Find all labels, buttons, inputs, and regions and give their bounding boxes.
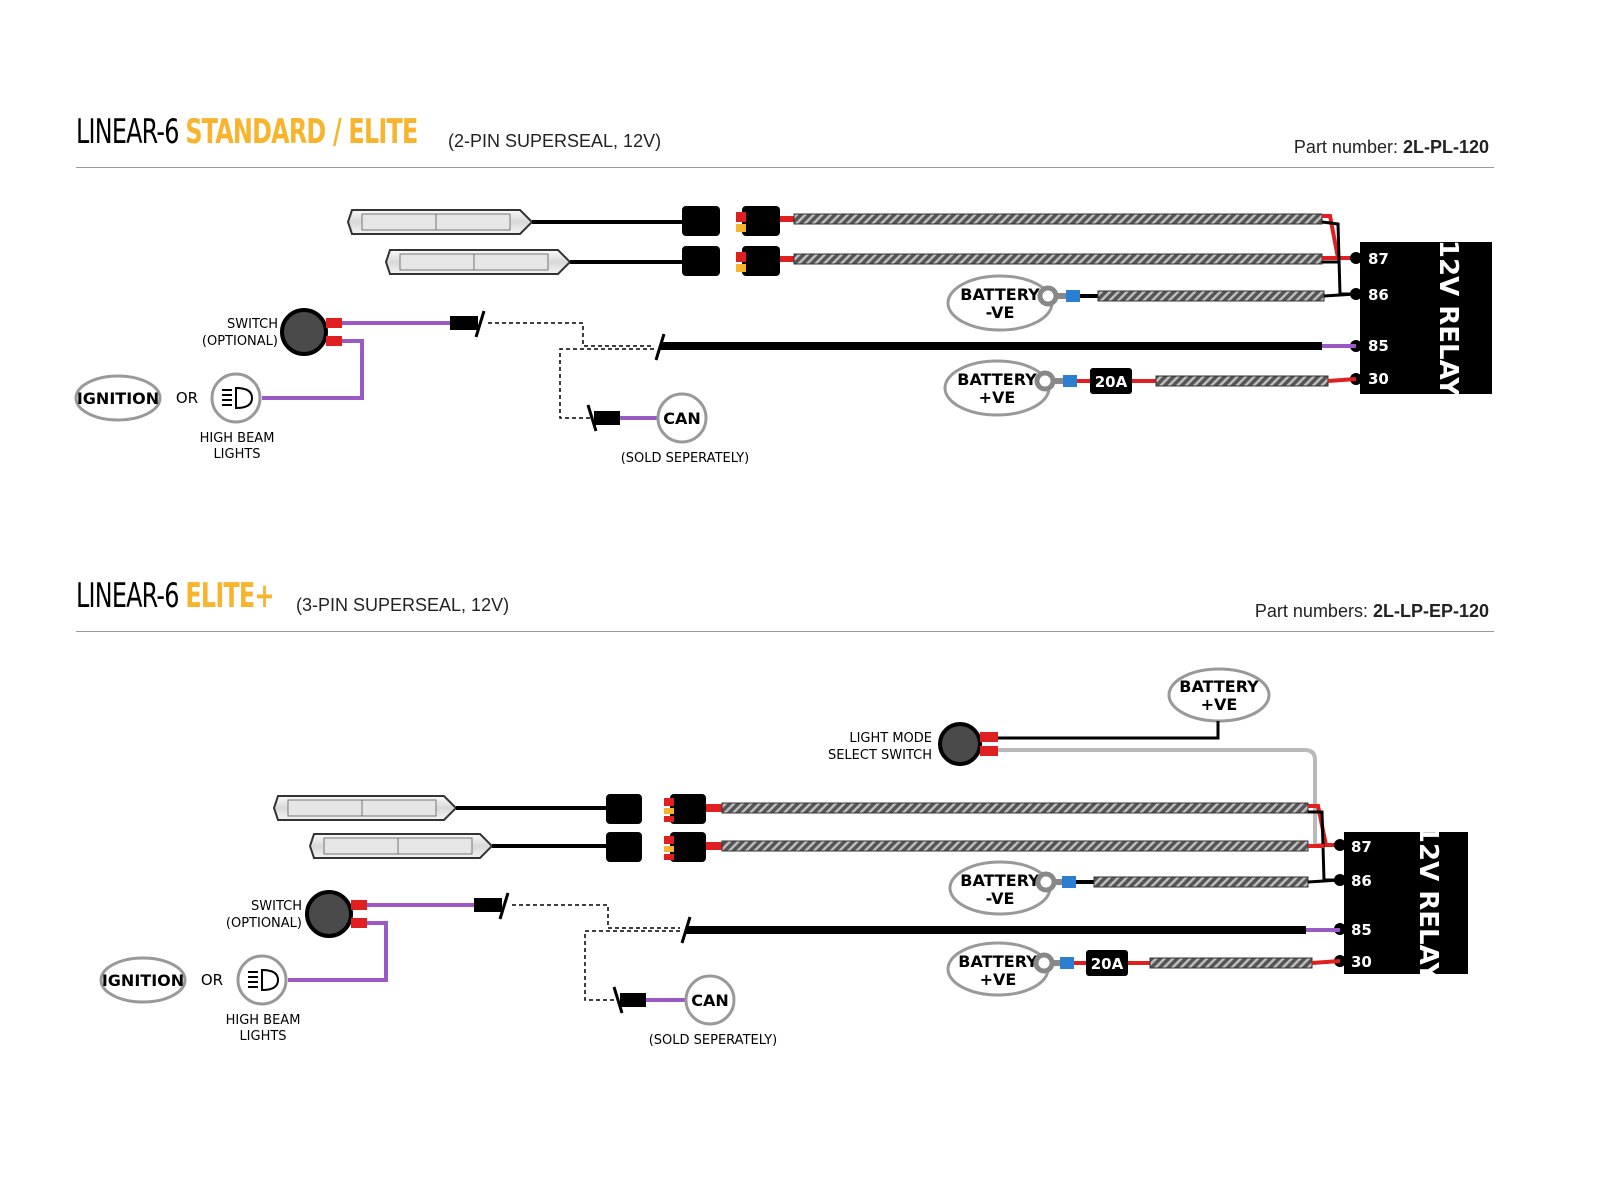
connector-pair-bottom [682, 246, 780, 276]
relay-pin-86: 86 [1351, 872, 1372, 890]
connector-pair-top [606, 794, 706, 824]
connector-pair-top [682, 206, 780, 236]
relay-1: 12V RELAY 87 86 85 30 [1350, 240, 1492, 397]
battery-polarity: -VE [986, 889, 1015, 908]
part-value: 2L-PL-120 [1402, 137, 1489, 157]
battery-label: BATTERY [1179, 677, 1259, 696]
battery-label: BATTERY [957, 370, 1037, 389]
header-divider-1 [76, 167, 1494, 168]
title-highlight: STANDARD / ELITE [185, 112, 418, 152]
light-bar-top [346, 209, 534, 235]
battery-label: BATTERY [958, 952, 1038, 971]
battery-polarity: -VE [986, 303, 1015, 322]
connector-pair-bottom [606, 832, 706, 862]
part-value: 2L-LP-EP-120 [1372, 601, 1489, 621]
switch-optional-1: SWITCH (OPTIONAL) [202, 308, 486, 400]
or-label: OR [201, 971, 223, 989]
fuse-20a [1086, 950, 1128, 976]
fuse-label: 20A [1091, 955, 1124, 973]
high-beam-label: HIGH BEAM [226, 1013, 301, 1028]
high-beam-lights-2: HIGH BEAM LIGHTS [226, 954, 301, 1044]
can-module-2: CAN (SOLD SEPERATELY) [612, 974, 778, 1048]
ignition-2: IGNITION OR [99, 956, 223, 1004]
fuse-label: 20A [1095, 373, 1128, 391]
relay-pin-87: 87 [1351, 838, 1372, 856]
relay-label: 12V RELAY [1413, 825, 1443, 982]
title-subtitle: (3-PIN SUPERSEAL, 12V) [296, 595, 510, 615]
light-bar-top [272, 795, 458, 821]
title-main: LINEAR-6 [76, 112, 186, 152]
high-beam-label: HIGH BEAM [200, 431, 275, 446]
switch-label-sub: (OPTIONAL) [202, 334, 278, 349]
ignition-label: IGNITION [77, 389, 159, 408]
sold-separately-label: (SOLD SEPERATELY) [621, 451, 750, 466]
title-highlight: ELITE+ [185, 576, 274, 616]
battery-label: BATTERY [960, 285, 1040, 304]
headlight-icon [261, 968, 280, 992]
relay-pin-30: 30 [1368, 370, 1389, 388]
high-beam-label-sub: LIGHTS [213, 447, 260, 462]
switch-label: SWITCH [251, 899, 302, 914]
or-label: OR [176, 389, 198, 407]
can-module-1: CAN (SOLD SEPERATELY) [586, 392, 750, 466]
battery-positive-top-2: BATTERY +VE [1167, 667, 1271, 723]
part-label: Part number: [1293, 137, 1403, 157]
switch-label-sub: (OPTIONAL) [226, 916, 302, 931]
battery-polarity: +VE [1201, 695, 1238, 714]
light-mode-select-switch: LIGHT MODE SELECT SWITCH [828, 721, 1342, 847]
fuse-20a [1090, 368, 1132, 394]
battery-polarity: +VE [979, 388, 1016, 407]
switch-optional-2: SWITCH (OPTIONAL) [226, 890, 510, 982]
diagram-1-title: LINEAR-6 STANDARD / ELITE (2-PIN SUPERSE… [76, 112, 661, 152]
battery-positive-1: BATTERY +VE 20A [943, 359, 1357, 417]
battery-polarity: +VE [980, 970, 1017, 989]
mode-switch-label: LIGHT MODE [849, 731, 932, 746]
diagram-2: BATTERY +VE LIGHT MODE SELECT SWITCH [99, 667, 1468, 1048]
part-number-2: Part numbers: 2L-LP-EP-120 [1255, 601, 1489, 622]
high-beam-label-sub: LIGHTS [239, 1029, 286, 1044]
sold-separately-label: (SOLD SEPERATELY) [649, 1033, 778, 1048]
headlight-icon [235, 386, 254, 410]
can-label: CAN [663, 409, 701, 428]
relay-pin-85: 85 [1368, 337, 1389, 355]
diagram-2-title: LINEAR-6 ELITE+ (3-PIN SUPERSEAL, 12V) [76, 576, 509, 616]
battery-positive-2: BATTERY +VE 20A [946, 941, 1341, 997]
ignition-1: IGNITION OR [74, 374, 198, 422]
mode-switch-label-sub: SELECT SWITCH [828, 748, 932, 763]
diagram-1: 12V RELAY 87 86 85 30 BATTERY -VE [74, 206, 1492, 466]
relay-pin-85: 85 [1351, 921, 1372, 939]
relay-pin-86: 86 [1368, 286, 1389, 304]
battery-label: BATTERY [960, 871, 1040, 890]
switch-label: SWITCH [227, 317, 278, 332]
relay-pin-87: 87 [1368, 250, 1389, 268]
can-label: CAN [691, 991, 729, 1010]
relay-label: 12V RELAY [1433, 240, 1463, 397]
battery-negative-1: BATTERY -VE [946, 274, 1357, 332]
ignition-label: IGNITION [102, 971, 184, 990]
light-bar-bottom [384, 249, 572, 275]
relay-pin-30: 30 [1351, 953, 1372, 971]
battery-negative-2: BATTERY -VE [948, 860, 1341, 916]
light-bar-bottom [308, 833, 494, 859]
high-beam-lights-1: HIGH BEAM LIGHTS [200, 372, 275, 462]
title-subtitle: (2-PIN SUPERSEAL, 12V) [448, 131, 662, 151]
header-divider-2 [76, 631, 1494, 632]
part-label: Part numbers: [1254, 601, 1373, 621]
relay-2: 12V RELAY 87 86 85 30 [1334, 825, 1468, 982]
title-main: LINEAR-6 [76, 576, 186, 616]
part-number-1: Part number: 2L-PL-120 [1294, 137, 1489, 158]
